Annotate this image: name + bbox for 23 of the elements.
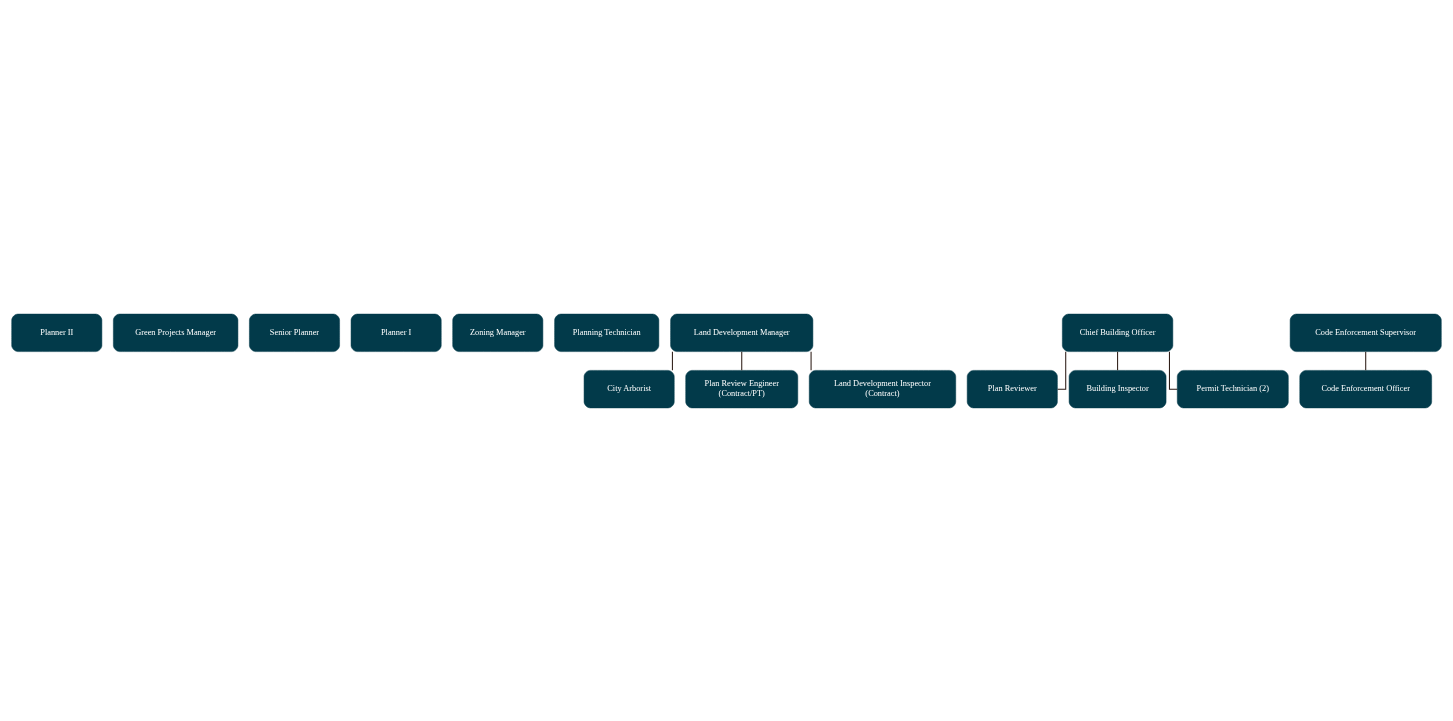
node-box: Planner II [11, 313, 103, 352]
node-box: Planner I [350, 313, 442, 352]
node-box: Land Development Manager [670, 313, 814, 352]
connector [671, 350, 673, 371]
node-box: Land Development Inspector (Contract) [809, 369, 956, 408]
node-box: Senior Planner [249, 313, 340, 352]
connector [1365, 350, 1367, 371]
connector [1117, 350, 1119, 371]
node-box: Permit Technician (2) [1177, 369, 1289, 408]
node-box: Chief Building Officer [1062, 313, 1174, 352]
connector [741, 350, 743, 371]
node-box: City Arborist [583, 369, 675, 408]
connector [810, 350, 812, 371]
node-box: Plan Reviewer [966, 369, 1058, 408]
connector [1057, 350, 1067, 390]
node-box: Planning Technician [554, 313, 660, 352]
node-box: Green Projects Manager [113, 313, 239, 352]
node-box: Code Enforcement Supervisor [1289, 313, 1442, 352]
node-box: Building Inspector [1068, 369, 1167, 408]
node-box: Zoning Manager [452, 313, 544, 352]
connector [1168, 350, 1178, 390]
node-box: Code Enforcement Officer [1299, 369, 1432, 408]
node-box: Plan Review Engineer (Contract/PT) [685, 369, 799, 408]
